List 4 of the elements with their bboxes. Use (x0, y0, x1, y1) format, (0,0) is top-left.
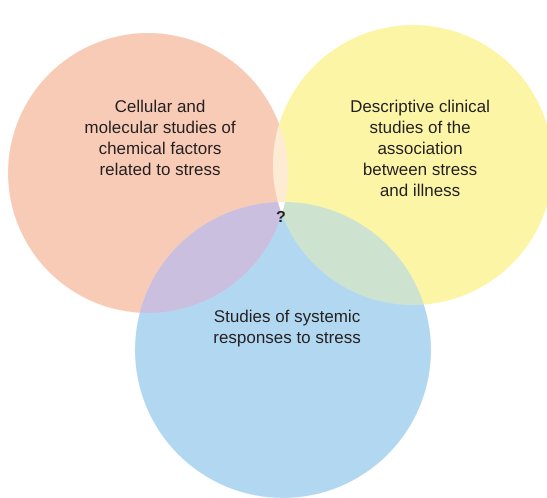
circle-label: Studies of systemic responses to stress (212, 306, 362, 348)
circle-label: Descriptive clinical studies of the association between stress and illness (347, 96, 493, 201)
circle-label: Cellular and molecular studies of chemical factors related to stress (82, 96, 238, 180)
question-mark: ? (276, 210, 286, 226)
